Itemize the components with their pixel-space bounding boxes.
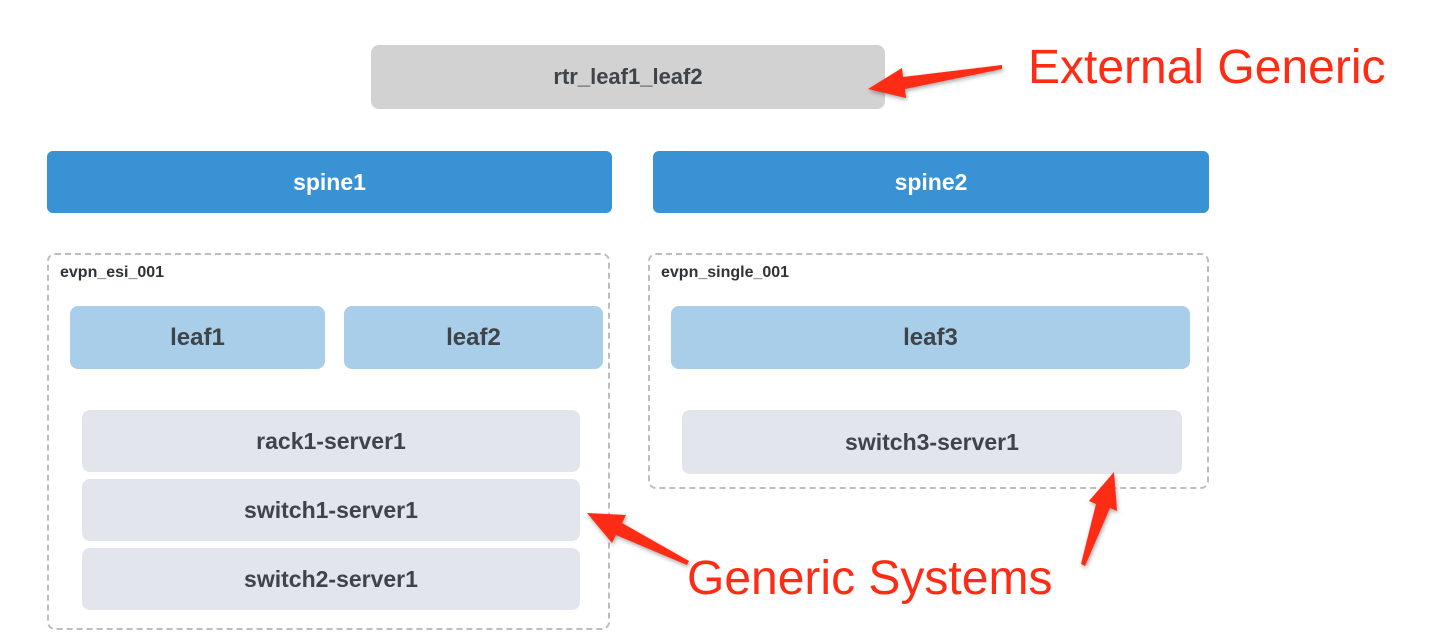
rack-evpn-single-001: evpn_single_001 leaf3 switch3-server1 [648,253,1209,489]
node-switch1-server1[interactable]: switch1-server1 [82,479,580,541]
node-leaf1[interactable]: leaf1 [70,306,325,369]
node-rack1-server1[interactable]: rack1-server1 [82,410,580,472]
node-leaf2[interactable]: leaf2 [344,306,603,369]
rack-label: evpn_esi_001 [60,264,165,281]
annotation-generic-systems: Generic Systems [687,552,1053,605]
external-generic-arrow [868,65,1002,98]
node-external-router[interactable]: rtr_leaf1_leaf2 [371,45,885,109]
node-spine1[interactable]: spine1 [47,151,612,213]
node-switch3-server1[interactable]: switch3-server1 [682,410,1182,474]
annotation-external-generic: External Generic [1028,41,1386,94]
node-spine2[interactable]: spine2 [653,151,1209,213]
rack-label: evpn_single_001 [661,264,790,281]
node-leaf3[interactable]: leaf3 [671,306,1190,369]
node-switch2-server1[interactable]: switch2-server1 [82,548,580,610]
rack-evpn-esi-001: evpn_esi_001 leaf1 leaf2 rack1-server1 s… [47,253,610,630]
